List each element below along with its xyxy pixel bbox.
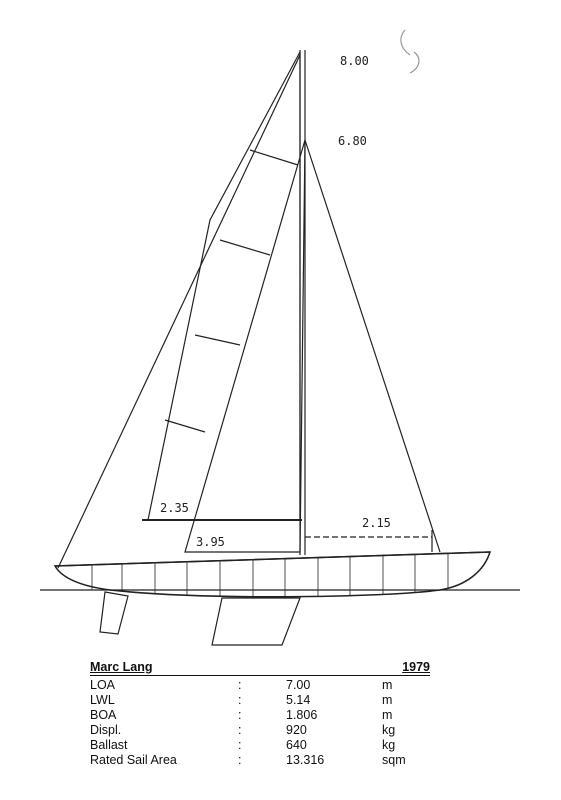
specs-header: Marc Lang 1979 (90, 660, 430, 676)
dim-jib-hoist: 6.80 (338, 134, 367, 148)
batten-2 (219, 239, 271, 256)
scan-mark-2 (409, 51, 420, 74)
batten-3 (194, 334, 241, 346)
station-lines (91, 554, 449, 596)
keel (211, 597, 301, 646)
dim-jib-foot: 3.95 (196, 535, 225, 549)
spec-row: LOA : 7.00 m (90, 678, 393, 692)
dim-mast-top: 8.00 (340, 54, 369, 68)
spec-row: LWL : 5.14 m (90, 693, 393, 707)
batten-1 (249, 149, 299, 166)
spec-row: Displ. : 920 kg (90, 723, 396, 737)
jib (184, 139, 306, 553)
rudder (99, 591, 129, 635)
dim-main-foot: 2.35 (160, 501, 189, 515)
designer-name: Marc Lang (90, 660, 153, 674)
sail-plan-drawing: 8.00 6.80 2.35 3.95 2.15 (40, 29, 520, 646)
batten-4 (164, 419, 206, 433)
hull (53, 551, 492, 598)
spec-row: Rated Sail Area : 13.316 sqm (90, 753, 406, 767)
forestay (57, 54, 301, 569)
spec-row: BOA : 1.806 m (90, 708, 393, 722)
dim-base: 2.15 (362, 516, 391, 530)
design-year: 1979 (402, 660, 430, 674)
spec-row: Ballast : 640 kg (90, 738, 396, 752)
mainsail (147, 51, 301, 521)
scan-mark (400, 29, 411, 56)
backstay (304, 139, 441, 553)
specs-table: Marc Lang 1979 LOA : 7.00 m LWL : 5.14 m… (90, 660, 430, 768)
